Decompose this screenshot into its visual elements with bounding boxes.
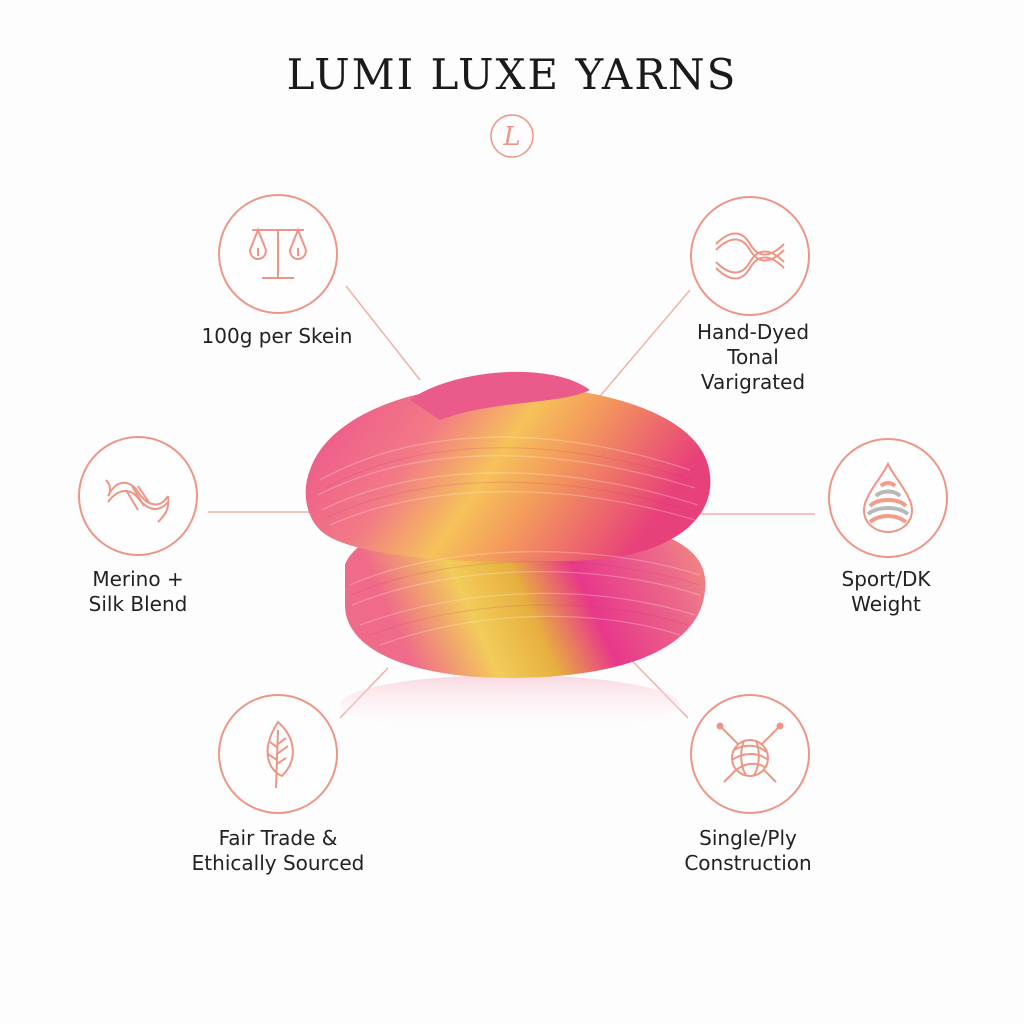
- construction-feature-icon-circle: [690, 694, 810, 814]
- fiber-feature-line-2: Silk Blend: [88, 592, 188, 616]
- twisted-yarn-icon: [105, 479, 170, 523]
- yarn-ball-needles-icon: [716, 722, 784, 783]
- yarn-weight-feature-label: Sport/DK Weight: [771, 567, 1001, 617]
- ethics-feature-label: Fair Trade & Ethically Sourced: [163, 826, 393, 876]
- braid-icon: [715, 232, 785, 280]
- construction-feature-label: Single/Ply Construction: [633, 826, 863, 876]
- monogram-logo: L: [488, 112, 536, 160]
- fiber-feature-line-1: Merino +: [92, 567, 184, 591]
- yarn-weight-feature-line-2: Weight: [851, 592, 921, 616]
- construction-feature-line-1: Single/Ply: [699, 826, 797, 850]
- monogram-letter: L: [502, 122, 520, 152]
- ethics-feature-line-1: Fair Trade &: [218, 826, 338, 850]
- dye-feature-line-1: Hand-Dyed: [696, 320, 810, 344]
- weight-feature-label: 100g per Skein: [162, 324, 392, 349]
- weight-feature-icon-circle: [218, 194, 338, 314]
- fiber-feature-icon-circle: [78, 436, 198, 556]
- leaf-icon: [266, 720, 294, 789]
- construction-feature-line-2: Construction: [684, 851, 812, 875]
- yarn-weight-feature-icon-circle: [828, 438, 948, 558]
- dye-feature-line-3: Varigrated: [700, 370, 806, 394]
- fiber-feature-label: Merino + Silk Blend: [23, 567, 253, 617]
- yarn-skein-image: [290, 360, 730, 760]
- drop-icon: [862, 461, 914, 534]
- dye-feature-label: Hand-Dyed Tonal Varigrated: [638, 320, 868, 395]
- ethics-feature-line-2: Ethically Sourced: [191, 851, 365, 875]
- dye-feature-icon-circle: [690, 196, 810, 316]
- yarn-weight-feature-line-1: Sport/DK: [841, 567, 931, 591]
- ethics-feature-icon-circle: [218, 694, 338, 814]
- brand-title: LUMI LUXE YARNS: [286, 50, 738, 99]
- weight-feature-line-1: 100g per Skein: [201, 324, 353, 348]
- dye-feature-line-2: Tonal: [727, 345, 779, 369]
- balance-scale-icon: [248, 227, 308, 279]
